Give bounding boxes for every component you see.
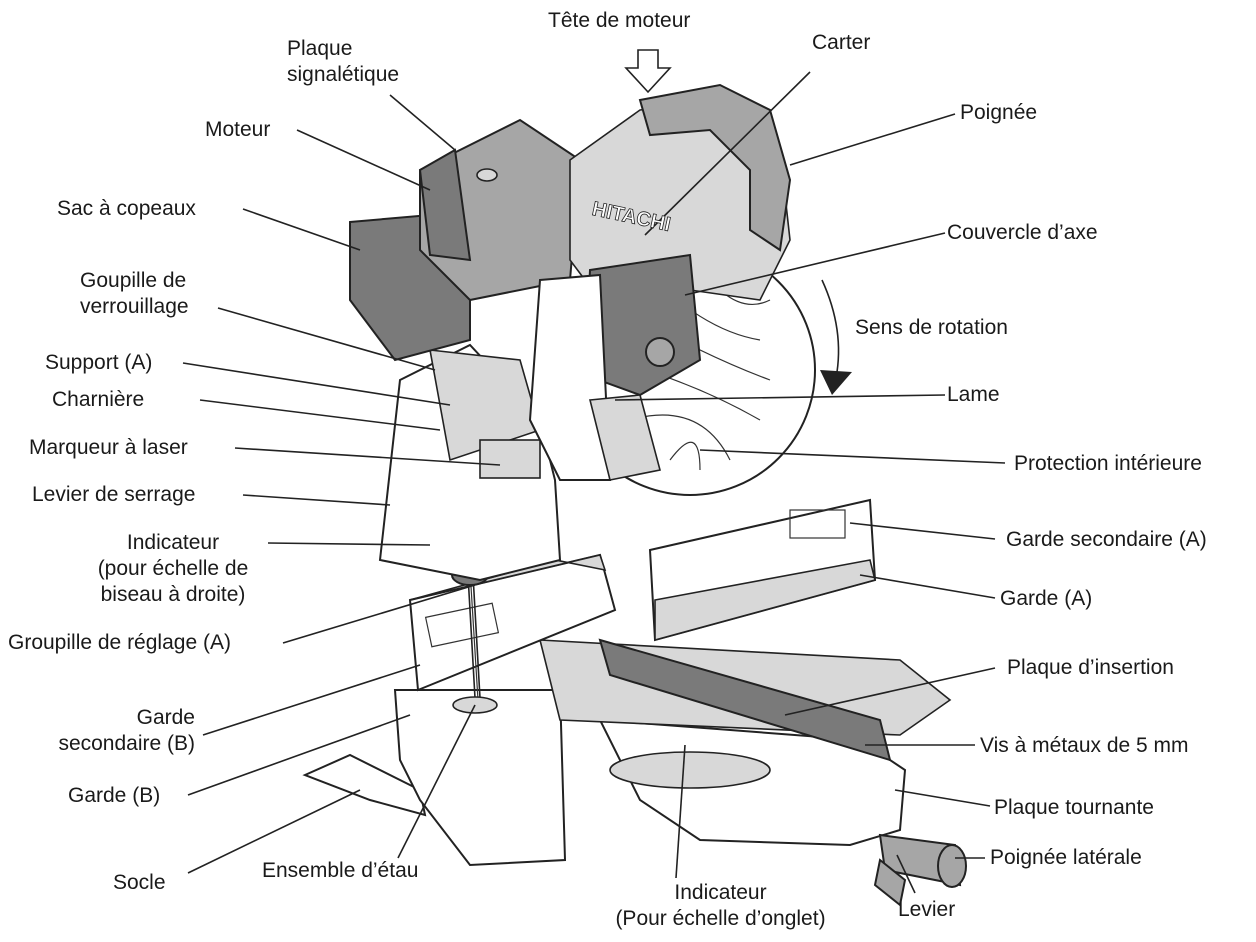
label-indicateur-biseau: Indicateur (pour échelle de biseau à dro… [97,531,249,606]
rotation-arrow [821,279,840,379]
inner-guard [588,394,661,481]
label-poignee-laterale: Poignée latérale [990,846,1142,869]
label-support-a: Support (A) [45,351,153,374]
label-socle: Socle [113,871,166,894]
spindle-hub [645,337,675,367]
label-tete-moteur: Tête de moteur [548,9,691,32]
label-garde-secondaire-a: Garde secondaire (A) [1006,528,1207,551]
vise-rod-thread [467,574,481,699]
label-garde-secondaire-b: Garde secondaire (B) [58,706,195,755]
laser-marker-box [479,439,541,479]
label-goupille-verrouillage: Goupille de verrouillage [80,269,189,318]
label-sens-rotation: Sens de rotation [855,316,1008,339]
label-couvercle-axe: Couvercle d’axe [947,221,1098,244]
fence-a-lower [654,559,876,642]
label-carter: Carter [812,31,871,54]
handle [638,83,792,252]
vise-rod [469,569,479,701]
motor-head-arrow [624,49,672,94]
label-vis-metaux: Vis à métaux de 5 mm [980,734,1189,757]
fence-a-window [789,509,846,539]
label-garde-a: Garde (A) [1000,587,1093,610]
label-plaque-insertion: Plaque d’insertion [1007,656,1174,679]
motor-brush-cap [476,168,498,182]
label-poignee: Poignée [960,101,1038,124]
label-plaque-tournante: Plaque tournante [994,796,1154,819]
label-charniere: Charnière [52,388,145,411]
motor-cap [418,148,472,262]
label-marqueur-laser: Marqueur à laser [29,436,188,459]
label-sac-copeaux: Sac à copeaux [57,197,196,220]
label-moteur: Moteur [205,118,271,141]
clamp-lever [873,858,907,907]
label-indicateur-onglet: Indicateur (Pour échelle d’onglet) [615,881,826,930]
label-plaque-signaletique: Plaque signalétique [287,37,400,86]
label-levier: Levier [898,898,956,921]
leader-lines [182,71,1006,894]
base-body [393,689,567,867]
label-levier-serrage: Levier de serrage [32,483,196,506]
label-protection-interieure: Protection intérieure [1014,452,1202,475]
label-ensemble-etau: Ensemble d’étau [262,859,419,882]
turntable-dial [609,751,771,789]
fence-b-window [424,602,500,648]
label-garde-b: Garde (B) [68,784,161,807]
label-groupille-reglage: Groupille de réglage (A) [8,631,231,654]
side-handle-end [937,844,967,888]
insert-plate-strip [598,638,892,762]
lower-guard [528,273,612,481]
rotation-arrowhead [820,370,852,395]
label-lame: Lame [947,383,1000,406]
